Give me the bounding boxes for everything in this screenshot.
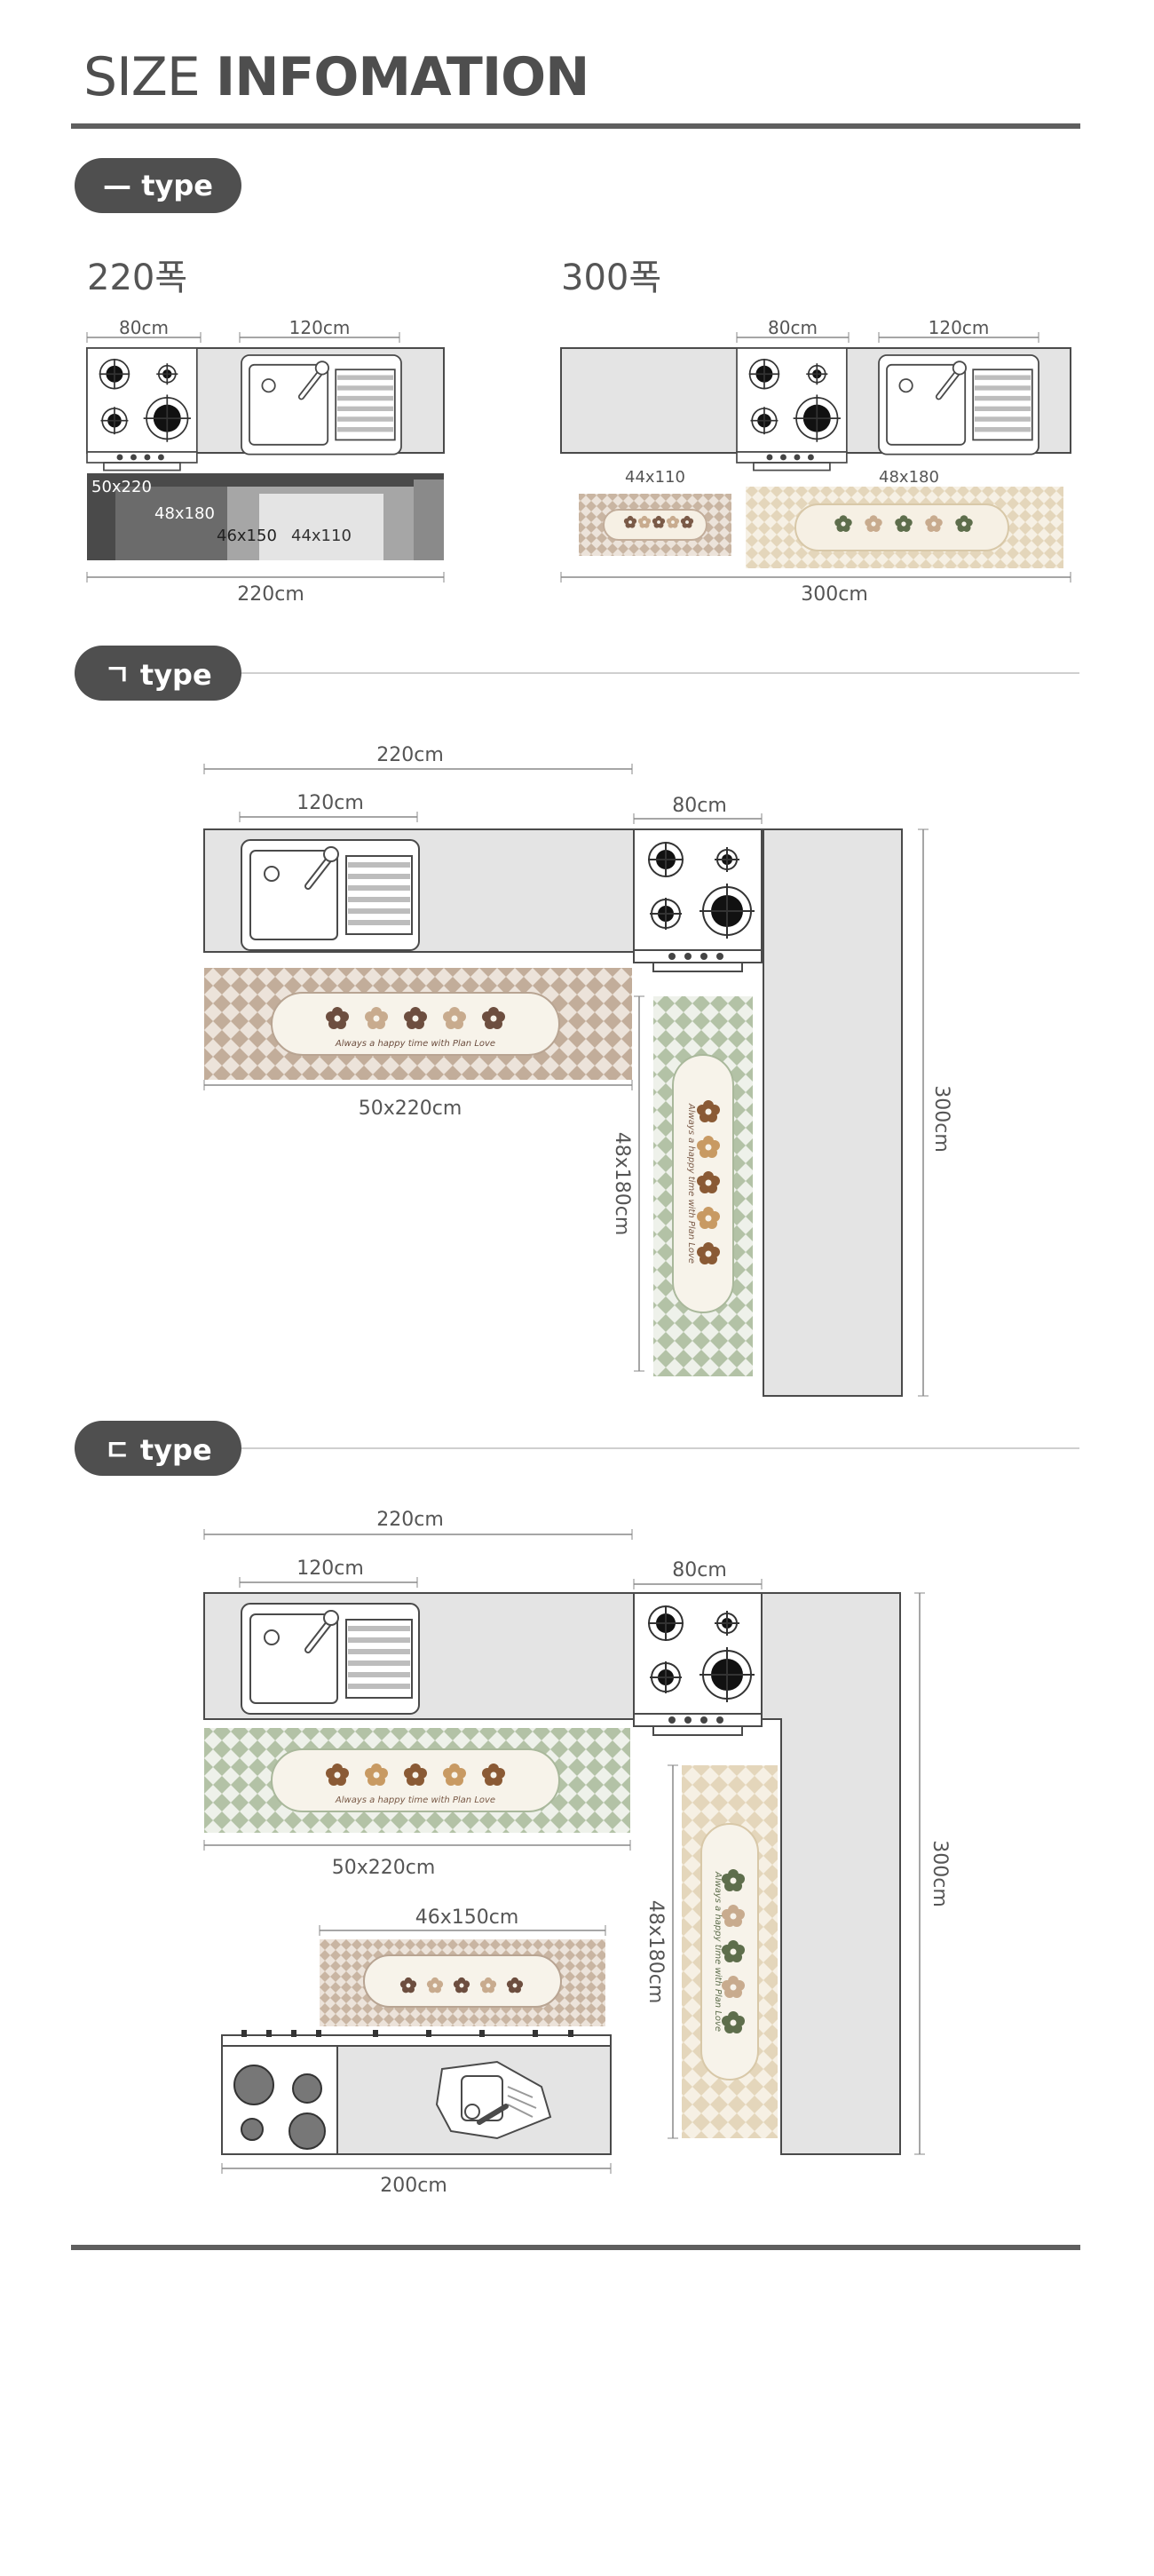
l-mat-caption-v: Always a happy time with Plan Love xyxy=(686,1103,696,1264)
l-dim-mat-v: 48x180cm xyxy=(611,1132,633,1236)
l-dim-stove: 80cm xyxy=(672,795,727,817)
u-dim-mat-h: 50x220cm xyxy=(332,1857,436,1879)
l-dim-sink: 120cm xyxy=(296,792,364,814)
label-48x180: 48x180 xyxy=(154,504,215,523)
label-44x110-b: 44x110 xyxy=(625,468,685,487)
label-48x180-b: 48x180 xyxy=(879,468,939,487)
straight-220-diagram: 80cm 120cm 50x220 48x180 46x150 44x110 2… xyxy=(86,317,445,606)
u-dim-stove: 80cm xyxy=(672,1559,727,1581)
u-dim-mat-small: 46x150cm xyxy=(415,1906,519,1929)
u-type-diagram: 220cm 120cm 80cm Always a happy time wit… xyxy=(203,1509,951,2197)
dim-total-220: 220cm xyxy=(237,583,304,606)
l-type-pill: ㄱ type xyxy=(75,646,241,701)
straight-300-diagram: 80cm 120cm 44x110 48x180 300cm xyxy=(560,317,1071,606)
footer-divider xyxy=(71,2245,1080,2250)
width-300-title: 300폭 xyxy=(561,258,662,298)
title-bold: INFOMATION xyxy=(215,46,589,108)
dim-stove-80: 80cm xyxy=(119,317,169,338)
l-dim-counter: 220cm xyxy=(376,744,444,766)
dim-sink-120-b: 120cm xyxy=(929,317,990,338)
u-dim-sink: 120cm xyxy=(296,1557,364,1580)
header-divider xyxy=(71,123,1080,129)
dim-total-300: 300cm xyxy=(801,583,868,606)
u-dim-height: 300cm xyxy=(929,1840,951,1907)
label-50x220: 50x220 xyxy=(91,478,152,496)
title-light: SIZE xyxy=(83,46,216,108)
l-mat-caption: Always a happy time with Plan Love xyxy=(335,1039,495,1049)
label-46x150: 46x150 xyxy=(217,527,277,545)
u-mat-caption: Always a happy time with Plan Love xyxy=(335,1795,495,1805)
mat-44x110-layer xyxy=(259,494,383,560)
width-220-title: 220폭 xyxy=(87,258,188,298)
l-dim-mat-h: 50x220cm xyxy=(359,1098,462,1120)
l-type-divider xyxy=(241,672,1079,674)
label-44x110: 44x110 xyxy=(291,527,352,545)
u-mat-caption-v: Always a happy time with Plan Love xyxy=(713,1871,723,2032)
dim-sink-120: 120cm xyxy=(289,317,351,338)
u-type-divider xyxy=(241,1447,1079,1449)
l-dim-height: 300cm xyxy=(930,1085,952,1153)
u-type-pill: ㄷ type xyxy=(75,1421,241,1476)
u-dim-bottom: 200cm xyxy=(380,2175,447,2197)
dim-stove-80-b: 80cm xyxy=(768,317,818,338)
u-dim-counter: 220cm xyxy=(376,1509,444,1531)
u-dim-mat-v: 48x180cm xyxy=(644,1900,667,2004)
l-type-diagram: 220cm 120cm 80cm Always a happy time wit… xyxy=(203,744,952,1397)
page-title: SIZE INFOMATION xyxy=(83,46,589,108)
straight-type-pill: — type xyxy=(75,158,241,213)
